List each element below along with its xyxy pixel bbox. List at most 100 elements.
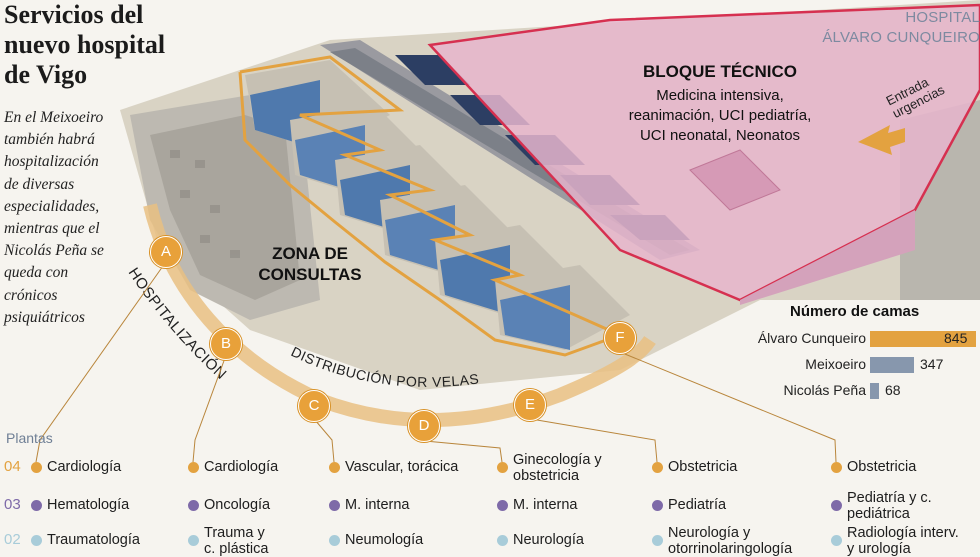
planta-cell-line: Neurología y	[668, 525, 751, 541]
planta-cell-line: M. interna	[345, 497, 410, 513]
planta-dot	[31, 462, 42, 473]
planta-cell-line: Obstetricia	[847, 459, 917, 475]
planta-dot	[652, 535, 663, 546]
planta-cell-line: Pediatría	[668, 497, 727, 513]
planta-cell-line: Trauma y	[204, 525, 265, 541]
planta-dot	[831, 535, 842, 546]
planta-level-label: 04	[4, 458, 21, 475]
planta-dot	[329, 500, 340, 511]
planta-cell: Neurología	[513, 532, 584, 548]
vela-a-marker: A	[150, 236, 182, 268]
bloque-tecnico-line: reanimación, UCI pediatría,	[628, 107, 812, 124]
planta-cell: M. interna	[345, 497, 409, 513]
title-line: de Vigo	[4, 60, 88, 89]
planta-level-label: 02	[4, 531, 21, 548]
intro-line: especialidades,	[4, 197, 100, 215]
intro-line: Nicolás Peña se	[4, 242, 104, 260]
intro-line: En el Meixoeiro	[4, 109, 104, 126]
camas-value: 845	[944, 330, 968, 346]
planta-cell-line: Obstetricia	[668, 459, 738, 475]
camas-value: 68	[885, 382, 901, 398]
planta-dot	[831, 462, 842, 473]
planta-cell-line: obstetricia	[513, 468, 580, 484]
intro-line: de diversas	[4, 175, 75, 193]
planta-cell-line: Cardiología	[204, 459, 279, 475]
vela-c-marker: C	[298, 390, 330, 422]
planta-level-label: 03	[4, 496, 21, 513]
planta-dot	[329, 462, 340, 473]
planta-dot	[652, 462, 663, 473]
planta-cell-line: otorrinolaringología	[668, 541, 793, 557]
planta-cell-line: Vascular, torácica	[345, 459, 459, 475]
vela-f-marker: F	[604, 322, 636, 354]
planta-cell: Cardiología	[47, 459, 121, 475]
camas-label: Meixoeiro	[805, 356, 866, 372]
planta-cell: Neumología	[345, 532, 423, 548]
intro-line: hospitalización	[4, 153, 99, 171]
planta-cell: Radiología interv.y urología	[847, 525, 959, 557]
planta-cell-line: y urología	[847, 541, 911, 557]
bloque-tecnico-line: UCI neonatal, Neonatos	[639, 127, 801, 144]
intro-text: En el Meixoeiro también habrá hospitaliz…	[4, 107, 132, 329]
plantas-title: Plantas	[6, 430, 53, 446]
planta-cell: Obstetricia	[847, 459, 916, 475]
intro-line: crónicos	[4, 286, 58, 304]
planta-dot	[831, 500, 842, 511]
hospital-name-line: HOSPITAL	[905, 9, 980, 26]
planta-cell-line: Pediatría y c.	[847, 490, 932, 506]
planta-cell-line: Radiología interv.	[847, 525, 959, 541]
intro-line: psiquiátricos	[4, 308, 85, 326]
planta-dot	[31, 500, 42, 511]
camas-bar	[870, 383, 879, 399]
hospital-name-line: ÁLVARO CUNQUEIRO	[822, 29, 980, 46]
planta-cell-line: Neurología	[513, 532, 584, 548]
planta-cell: Hematología	[47, 497, 129, 513]
planta-cell-line: Hematología	[47, 497, 130, 513]
vela-e-marker: E	[514, 389, 546, 421]
bloque-tecnico-line: Medicina intensiva,	[656, 87, 784, 104]
planta-cell: Oncología	[204, 497, 270, 513]
planta-dot	[188, 535, 199, 546]
planta-dot	[329, 535, 340, 546]
intro-line: mientras que el	[4, 220, 100, 238]
planta-cell: Traumatología	[47, 532, 140, 548]
intro-line: también habrá	[4, 131, 95, 149]
hospital-name: HOSPITAL ÁLVARO CUNQUEIRO	[800, 8, 980, 48]
camas-value: 347	[920, 356, 944, 372]
planta-dot	[31, 535, 42, 546]
bloque-tecnico-title: BLOQUE TÉCNICO	[643, 62, 797, 81]
camas-bar	[870, 357, 914, 373]
title-line: Servicios del	[4, 0, 144, 29]
camas-title: Número de camas	[790, 303, 920, 320]
camas-label: Nicolás Peña	[783, 382, 867, 398]
planta-cell-line: M. interna	[513, 497, 578, 513]
planta-cell-line: Neumología	[345, 532, 424, 548]
page-title: Servicios del nuevo hospital de Vigo	[4, 0, 204, 90]
planta-dot	[497, 462, 508, 473]
planta-cell-line: Cardiología	[47, 459, 122, 475]
zona-consultas-label: ZONA DE CONSULTAS	[240, 243, 380, 285]
planta-cell-line: Traumatología	[47, 532, 140, 548]
planta-dot	[497, 535, 508, 546]
planta-cell: Cardiología	[204, 459, 278, 475]
planta-cell-line: Oncología	[204, 497, 271, 513]
planta-cell: M. interna	[513, 497, 577, 513]
planta-dot	[652, 500, 663, 511]
planta-cell-line: pediátrica	[847, 506, 910, 522]
vela-d-marker: D	[408, 410, 440, 442]
planta-dot	[497, 500, 508, 511]
camas-label: Álvaro Cunqueiro	[757, 330, 866, 346]
vela-b-marker: B	[210, 328, 242, 360]
title-line: nuevo hospital	[4, 30, 166, 59]
planta-cell-line: c. plástica	[204, 541, 269, 557]
planta-cell-line: Ginecología y	[513, 452, 602, 468]
planta-cell: Obstetricia	[668, 459, 737, 475]
planta-cell: Vascular, torácica	[345, 459, 458, 475]
